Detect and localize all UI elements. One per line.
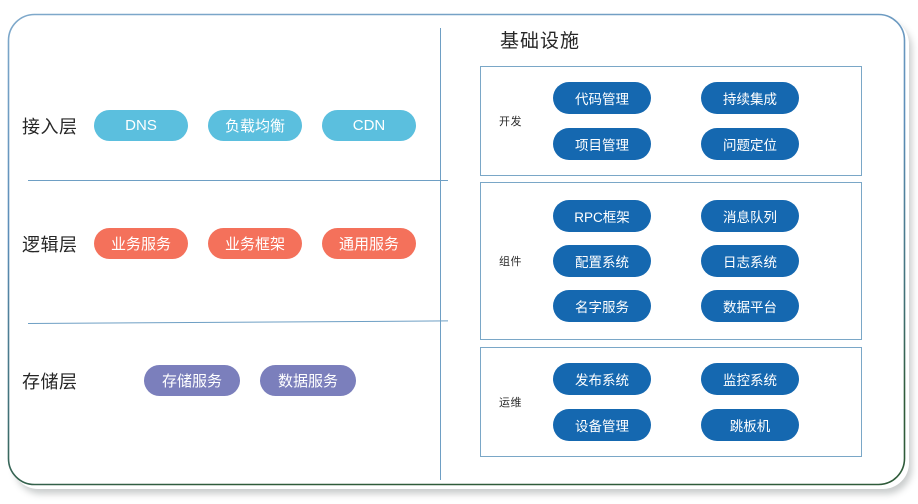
pill-cell: 日志系统 (701, 245, 849, 277)
pill-message-queue[interactable]: 消息队列 (701, 200, 799, 232)
pill-config-system[interactable]: 配置系统 (553, 245, 651, 277)
pill-business-framework[interactable]: 业务框架 (208, 228, 302, 259)
pill-load-balancer[interactable]: 负载均衡 (208, 110, 302, 141)
pill-device-management[interactable]: 设备管理 (553, 409, 651, 441)
pill-cell: RPC框架 (553, 200, 701, 232)
pill-common-service[interactable]: 通用服务 (322, 228, 416, 259)
layer-label-access: 接入层 (22, 116, 78, 137)
group-label-development: 开发 (499, 116, 522, 128)
pill-continuous-integration[interactable]: 持续集成 (701, 82, 799, 114)
infrastructure-title: 基础设施 (500, 31, 581, 52)
pill-rpc-framework[interactable]: RPC框架 (553, 200, 651, 232)
grid-row: 项目管理 问题定位 (553, 128, 861, 160)
pill-cell: 代码管理 (553, 82, 701, 114)
infrastructure-panel: 基础设施 开发 代码管理 持续集成 项目管理 问题定位 (440, 14, 905, 485)
pill-monitoring-system[interactable]: 监控系统 (701, 363, 799, 395)
pill-code-management[interactable]: 代码管理 (553, 82, 651, 114)
group-grid-development: 代码管理 持续集成 项目管理 问题定位 (553, 67, 861, 175)
layer-label-storage: 存储层 (22, 371, 78, 392)
layer-row-logic: 逻辑层 业务服务 业务框架 通用服务 (8, 228, 440, 259)
pill-cell: 设备管理 (553, 409, 701, 441)
pill-data-platform[interactable]: 数据平台 (701, 290, 799, 322)
grid-row: 名字服务 数据平台 (553, 290, 861, 322)
pill-naming-service[interactable]: 名字服务 (553, 290, 651, 322)
group-box-components: 组件 RPC框架 消息队列 配置系统 日志系统 名字服务 (480, 182, 862, 340)
group-box-operations: 运维 发布系统 监控系统 设备管理 跳板机 (480, 347, 862, 457)
grid-row: 设备管理 跳板机 (553, 409, 861, 441)
pill-release-system[interactable]: 发布系统 (553, 363, 651, 395)
grid-row: 发布系统 监控系统 (553, 363, 861, 395)
pill-business-service[interactable]: 业务服务 (94, 228, 188, 259)
layer-row-access: 接入层 DNS 负载均衡 CDN (8, 110, 440, 141)
pill-cell: 跳板机 (701, 409, 849, 441)
pill-cell: 持续集成 (701, 82, 849, 114)
pill-cell: 数据平台 (701, 290, 849, 322)
pill-issue-tracking[interactable]: 问题定位 (701, 128, 799, 160)
pill-strip-storage: 存储服务 数据服务 (144, 365, 376, 396)
pill-storage-service[interactable]: 存储服务 (144, 365, 240, 396)
pill-project-management[interactable]: 项目管理 (553, 128, 651, 160)
pill-strip-logic: 业务服务 业务框架 通用服务 (94, 228, 436, 259)
group-grid-components: RPC框架 消息队列 配置系统 日志系统 名字服务 数据平台 (553, 183, 861, 339)
group-grid-operations: 发布系统 监控系统 设备管理 跳板机 (553, 348, 861, 456)
layer-divider-1 (28, 180, 448, 181)
pill-cell: 监控系统 (701, 363, 849, 395)
group-label-operations: 运维 (499, 397, 522, 409)
group-box-development: 开发 代码管理 持续集成 项目管理 问题定位 (480, 66, 862, 176)
pill-strip-access: DNS 负载均衡 CDN (94, 110, 436, 141)
pill-cell: 发布系统 (553, 363, 701, 395)
layer-divider-2 (27, 320, 448, 324)
pill-cell: 消息队列 (701, 200, 849, 232)
service-layers-panel: 接入层 DNS 负载均衡 CDN 逻辑层 业务服务 业务框架 通用服务 存储层 … (8, 14, 448, 485)
pill-cell: 项目管理 (553, 128, 701, 160)
pill-cell: 问题定位 (701, 128, 849, 160)
pill-cell: 配置系统 (553, 245, 701, 277)
pill-logging-system[interactable]: 日志系统 (701, 245, 799, 277)
pill-cdn[interactable]: CDN (322, 110, 416, 141)
layer-row-storage: 存储层 存储服务 数据服务 (8, 365, 440, 396)
pill-jump-server[interactable]: 跳板机 (701, 409, 799, 441)
pill-dns[interactable]: DNS (94, 110, 188, 141)
panel-vertical-divider (440, 28, 441, 480)
pill-data-service[interactable]: 数据服务 (260, 365, 356, 396)
grid-row: 代码管理 持续集成 (553, 82, 861, 114)
pill-cell: 名字服务 (553, 290, 701, 322)
group-label-components: 组件 (499, 256, 522, 268)
layer-label-logic: 逻辑层 (22, 234, 78, 255)
grid-row: RPC框架 消息队列 (553, 200, 861, 232)
grid-row: 配置系统 日志系统 (553, 245, 861, 277)
